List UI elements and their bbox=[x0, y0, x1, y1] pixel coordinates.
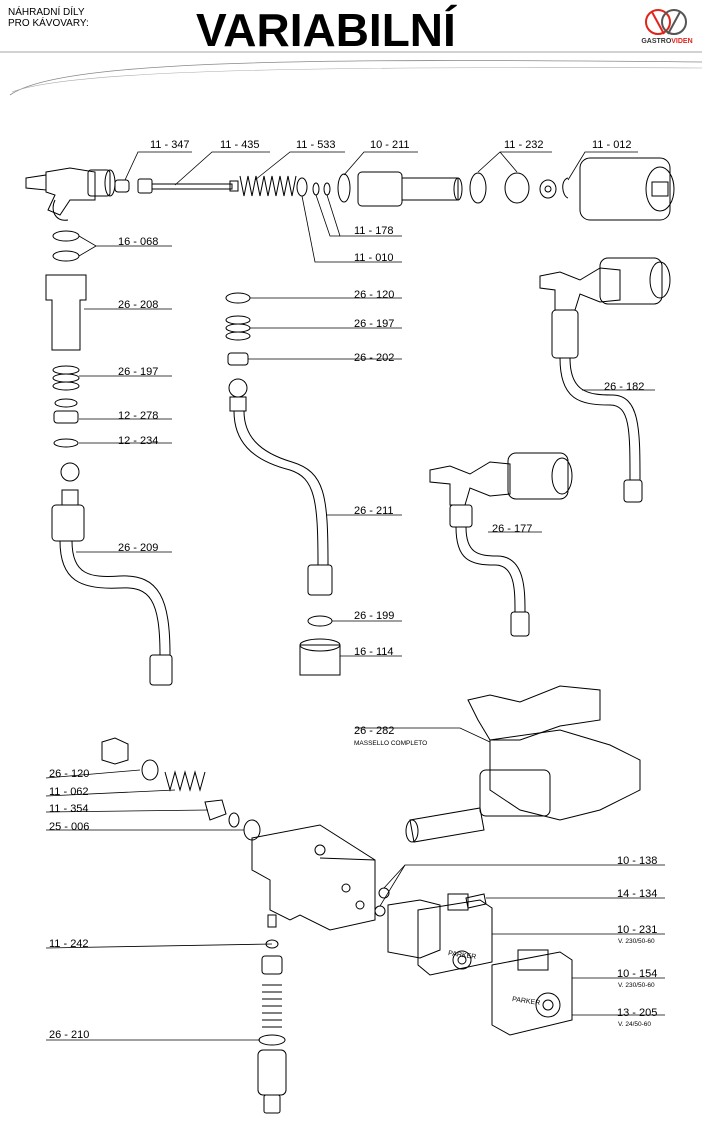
spring-11-533 bbox=[239, 175, 297, 197]
nut-10-211 bbox=[337, 171, 463, 207]
valve-11-354 bbox=[204, 799, 240, 828]
fitting-26-120-lower bbox=[101, 737, 159, 781]
logo-text-b: VIDEN bbox=[671, 38, 693, 45]
washers-16-068 bbox=[52, 230, 80, 262]
part-label-11-062: 11 - 062 bbox=[49, 786, 89, 798]
washer-26-120 bbox=[225, 292, 251, 304]
page-title: VARIABILNÍ bbox=[196, 4, 456, 56]
part-label-16-114: 16 - 114 bbox=[354, 646, 394, 658]
logo-wordmark: GASTROVIDEN bbox=[636, 38, 698, 45]
seals-12-278-12-234 bbox=[53, 398, 79, 448]
part-label-26-211: 26 - 211 bbox=[354, 505, 394, 517]
part-label-12-278: 12 - 278 bbox=[118, 410, 159, 422]
part-label-10-154-sub: V. 230/50-60 bbox=[618, 982, 655, 989]
assembly-26-182 bbox=[539, 257, 671, 503]
valve-rod-11-435 bbox=[137, 178, 239, 194]
seal-11-178-11-010 bbox=[296, 177, 331, 197]
part-label-11-435: 11 - 435 bbox=[220, 139, 260, 151]
part-label-11-533: 11 - 533 bbox=[296, 139, 336, 151]
header-swoosh-2 bbox=[11, 67, 702, 93]
seal-26-202 bbox=[227, 352, 249, 366]
part-label-26-197-left: 26 - 197 bbox=[118, 366, 159, 378]
part-label-26-177: 26 - 177 bbox=[492, 523, 533, 535]
body-26-208 bbox=[45, 274, 87, 351]
part-label-10-211: 10 - 211 bbox=[370, 139, 410, 151]
part-label-11-010: 11 - 010 bbox=[354, 252, 394, 264]
coil-10-231 bbox=[387, 893, 493, 976]
washer-26-199 bbox=[307, 615, 333, 627]
manifold-26-282 bbox=[405, 685, 641, 843]
part-label-25-006: 25 - 006 bbox=[49, 821, 90, 833]
header-subtitle: NÁHRADNÍ DÍLY PRO KÁVOVARY: bbox=[8, 7, 89, 29]
valve-stack-11-242-26-210 bbox=[257, 914, 287, 1114]
part-label-26-282-sub: MASSELLO COMPLETO bbox=[354, 740, 428, 747]
part-label-10-138: 10 - 138 bbox=[617, 855, 658, 867]
valve-stem-11-347 bbox=[114, 179, 130, 193]
part-label-12-234: 12 - 234 bbox=[118, 435, 159, 447]
part-label-26-120-upper: 26 - 120 bbox=[354, 289, 395, 301]
part-label-11-012: 11 - 012 bbox=[592, 139, 632, 151]
part-label-14-134: 14 - 134 bbox=[617, 888, 658, 900]
elbow-fitting-top bbox=[25, 167, 116, 221]
part-label-11-354: 11 - 354 bbox=[49, 803, 89, 815]
part-label-10-231-sub: V. 230/50-60 bbox=[618, 938, 655, 945]
knob-11-012 bbox=[562, 157, 675, 221]
header-subtitle-line1: NÁHRADNÍ DÍLY bbox=[8, 7, 85, 18]
locknut-11-232 bbox=[469, 172, 557, 204]
header-swoosh bbox=[9, 60, 702, 96]
assembly-26-177 bbox=[429, 452, 573, 637]
part-label-11-232: 11 - 232 bbox=[504, 139, 544, 151]
spring-26-197-left bbox=[52, 365, 80, 391]
part-label-11-347: 11 - 347 bbox=[150, 139, 190, 151]
part-label-26-208: 26 - 208 bbox=[118, 299, 159, 311]
spring-26-197-mid bbox=[225, 315, 251, 341]
part-label-26-120-lower: 26 - 120 bbox=[49, 768, 90, 780]
pipe-26-211 bbox=[228, 378, 333, 596]
part-label-26-197-mid: 26 - 197 bbox=[354, 318, 395, 330]
block-body bbox=[251, 824, 376, 931]
coil-10-154-13-205 bbox=[491, 949, 573, 1036]
part-label-10-231: 10 - 231 bbox=[617, 924, 658, 936]
part-label-11-178: 11 - 178 bbox=[354, 225, 394, 237]
part-label-26-182: 26 - 182 bbox=[604, 381, 645, 393]
pipe-26-209 bbox=[51, 462, 173, 686]
gastroviden-logo-icon bbox=[645, 9, 687, 35]
logo-text-a: GASTRO bbox=[641, 38, 672, 45]
header-subtitle-line2: PRO KÁVOVARY: bbox=[8, 18, 89, 29]
part-label-26-209: 26 - 209 bbox=[118, 542, 159, 554]
nut-16-114 bbox=[299, 638, 341, 676]
part-label-26-202: 26 - 202 bbox=[354, 352, 395, 364]
part-label-10-154: 10 - 154 bbox=[617, 968, 658, 980]
part-label-13-205-sub: V. 24/50-60 bbox=[618, 1021, 652, 1028]
part-label-16-068: 16 - 068 bbox=[118, 236, 159, 248]
part-label-26-282: 26 - 282 bbox=[354, 725, 395, 737]
part-label-26-210: 26 - 210 bbox=[49, 1029, 90, 1041]
spring-11-062 bbox=[164, 770, 206, 792]
part-label-26-199: 26 - 199 bbox=[354, 610, 395, 622]
part-label-11-242: 11 - 242 bbox=[49, 938, 89, 950]
part-label-13-205: 13 - 205 bbox=[617, 1007, 658, 1019]
leader-lines bbox=[45, 151, 665, 1041]
